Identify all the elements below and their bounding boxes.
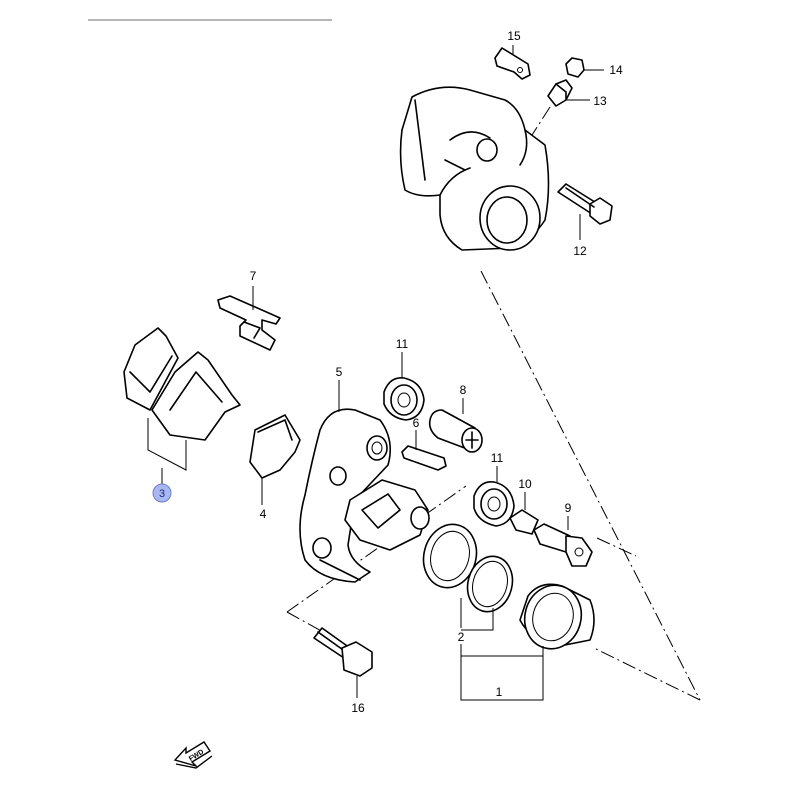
label-6: 6 — [413, 416, 420, 430]
part-labels: 15 14 13 12 7 4 5 11 6 8 11 10 9 2 1 16 … — [152, 29, 623, 715]
part-9-pin — [533, 523, 593, 567]
part-12-bolt — [557, 183, 613, 225]
part-11-boot-lower — [473, 480, 515, 527]
part-11-boot-upper — [383, 376, 425, 421]
part-6-pin — [401, 445, 447, 471]
label-15: 15 — [507, 29, 521, 43]
part-5-bracket — [299, 408, 391, 583]
label-8: 8 — [460, 383, 467, 397]
label-13: 13 — [593, 94, 607, 108]
label-9: 9 — [565, 501, 572, 515]
label-10: 10 — [518, 477, 532, 491]
part-10-sleeve — [509, 509, 539, 535]
label-16: 16 — [351, 701, 365, 715]
caliper-piston-housing — [344, 479, 430, 551]
label-11-lower: 11 — [491, 451, 504, 465]
part-16-bolt — [313, 627, 373, 677]
part-2-seals — [422, 523, 514, 613]
part-8-pin — [428, 409, 483, 453]
part-7-spring — [217, 295, 281, 351]
label-3-highlight[interactable] — [152, 483, 172, 503]
fwd-arrow-icon: FWD — [173, 741, 213, 769]
label-4: 4 — [260, 507, 267, 521]
label-12: 12 — [573, 244, 587, 258]
label-11-upper: 11 — [396, 337, 409, 351]
part-1-piston — [519, 583, 595, 650]
part-4-shim — [249, 414, 301, 479]
part-15-clip — [494, 47, 531, 80]
part-13-bleeder — [547, 79, 573, 107]
label-5: 5 — [336, 365, 343, 379]
label-7: 7 — [250, 269, 257, 283]
label-3[interactable]: 3 — [159, 488, 165, 500]
label-1: 1 — [496, 685, 503, 699]
part-3-brake-pads — [123, 327, 241, 471]
label-2: 2 — [458, 630, 465, 644]
part-14-cap — [565, 57, 585, 78]
leader-lines — [161, 45, 604, 701]
caliper-holder — [399, 86, 550, 251]
label-14: 14 — [609, 63, 623, 77]
